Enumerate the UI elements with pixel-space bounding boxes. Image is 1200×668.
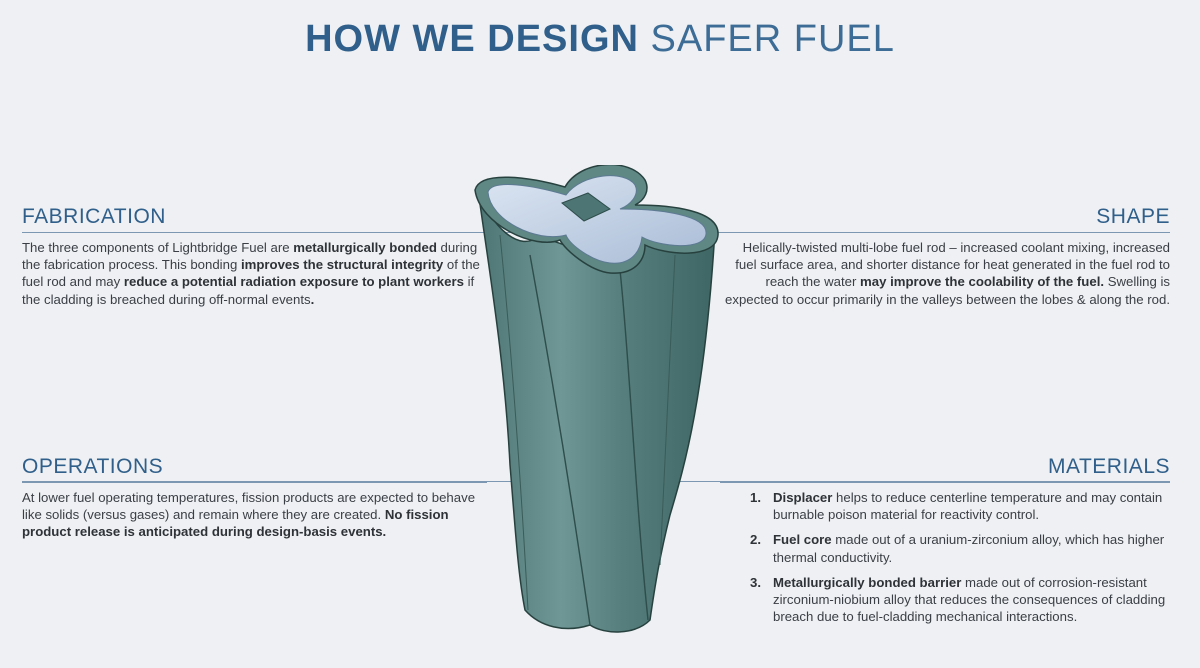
bold-text-run: . (310, 291, 315, 307)
materials-list: 1. Displacer helps to reduce centerline … (720, 489, 1170, 625)
text-run: during the fabrication process. This bon… (22, 240, 478, 273)
materials-item-number: 3. (750, 574, 761, 590)
materials-item-text: made out of a uranium-zirconium alloy, w… (773, 532, 1165, 565)
materials-item-title: Fuel core (773, 532, 832, 548)
bold-text-run: metallurgically bonded (293, 240, 437, 255)
displacer-square (561, 192, 611, 222)
operations-section: OPERATIONS At lower fuel operating tempe… (22, 455, 487, 541)
fabrication-section: FABRICATION The three components of Ligh… (22, 205, 487, 308)
fabrication-rule (22, 232, 487, 233)
materials-section: MATERIALS 1. Displacer helps to reduce c… (720, 455, 1170, 633)
materials-item: 2. Fuel core made out of a uranium-zirco… (720, 531, 1170, 565)
text-run: Swelling is expected to occur primarily … (725, 274, 1170, 307)
title-light: SAFER FUEL (650, 18, 895, 60)
materials-heading: MATERIALS (1048, 455, 1170, 478)
materials-item-text: made out of corrosion-resistant zirconiu… (773, 574, 1166, 625)
operations-text: At lower fuel operating temperatures, fi… (22, 489, 487, 541)
rod-top-face (487, 175, 707, 264)
materials-item-number: 2. (750, 532, 761, 548)
page-title: HOW WE DESIGN SAFER FUEL (0, 18, 1200, 61)
bold-text-run: may improve the coolability of the fuel. (860, 274, 1105, 290)
rod-groove (659, 254, 676, 566)
bold-text-run: reduce a potential radiation exposure to… (123, 274, 464, 290)
title-bold: HOW WE DESIGN (305, 18, 639, 60)
bold-text-run: improves the structural integrity (240, 257, 444, 273)
rod-groove (499, 234, 529, 611)
text-run: At lower fuel operating temperatures, fi… (22, 490, 476, 523)
operations-rule (22, 482, 487, 483)
text-run: Helically-twisted multi-lobe fuel rod – … (735, 240, 1170, 290)
rod-groove (619, 269, 649, 621)
bold-text-run: No fission product release is anticipate… (22, 507, 449, 540)
shape-section: SHAPE Helically-twisted multi-lobe fuel … (720, 205, 1170, 308)
materials-item-number: 1. (750, 490, 761, 505)
text-run: The three components of Lightbridge Fuel… (22, 240, 294, 255)
fabrication-heading: FABRICATION (22, 205, 166, 228)
materials-item: 1. Displacer helps to reduce centerline … (720, 489, 1170, 523)
shape-text: Helically-twisted multi-lobe fuel rod – … (720, 239, 1170, 308)
materials-rule (720, 482, 1170, 483)
rod-groove (529, 254, 591, 626)
shape-rule (720, 232, 1170, 233)
shape-heading: SHAPE (1096, 205, 1170, 228)
text-run: of the fuel rod and may (22, 257, 480, 290)
materials-item-title: Displacer (773, 490, 833, 505)
text-run: if the cladding is breached during off-n… (22, 274, 475, 307)
materials-item-title: Metallurgically bonded barrier (773, 574, 962, 590)
materials-item: 3. Metallurgically bonded barrier made o… (720, 574, 1170, 626)
fabrication-text: The three components of Lightbridge Fuel… (22, 239, 487, 308)
materials-item-text: helps to reduce centerline temperature a… (773, 490, 1163, 523)
operations-heading: OPERATIONS (22, 455, 164, 478)
fuel-rod-illustration (474, 165, 719, 633)
